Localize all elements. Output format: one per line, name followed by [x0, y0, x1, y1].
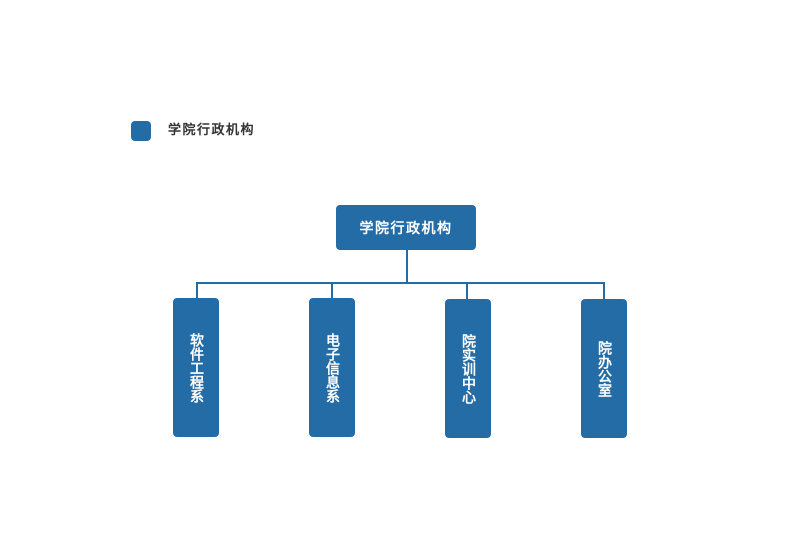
child-node-software-engineering[interactable]: 软件工程系 — [173, 298, 219, 437]
root-node[interactable]: 学院行政机构 — [336, 205, 476, 250]
connector-horizontal — [196, 282, 605, 284]
connector-root-vertical — [406, 250, 408, 284]
connector-child-1 — [196, 282, 198, 298]
connector-child-2 — [331, 282, 333, 298]
connector-child-4 — [603, 282, 605, 299]
connector-child-3 — [466, 282, 468, 299]
legend-swatch — [131, 121, 151, 141]
child-node-electronic-information[interactable]: 电子信息系 — [309, 298, 355, 437]
child-node-office[interactable]: 院办公室 — [581, 299, 627, 438]
legend-label: 学院行政机构 — [168, 123, 256, 138]
child-node-training-center[interactable]: 院实训中心 — [445, 299, 491, 438]
